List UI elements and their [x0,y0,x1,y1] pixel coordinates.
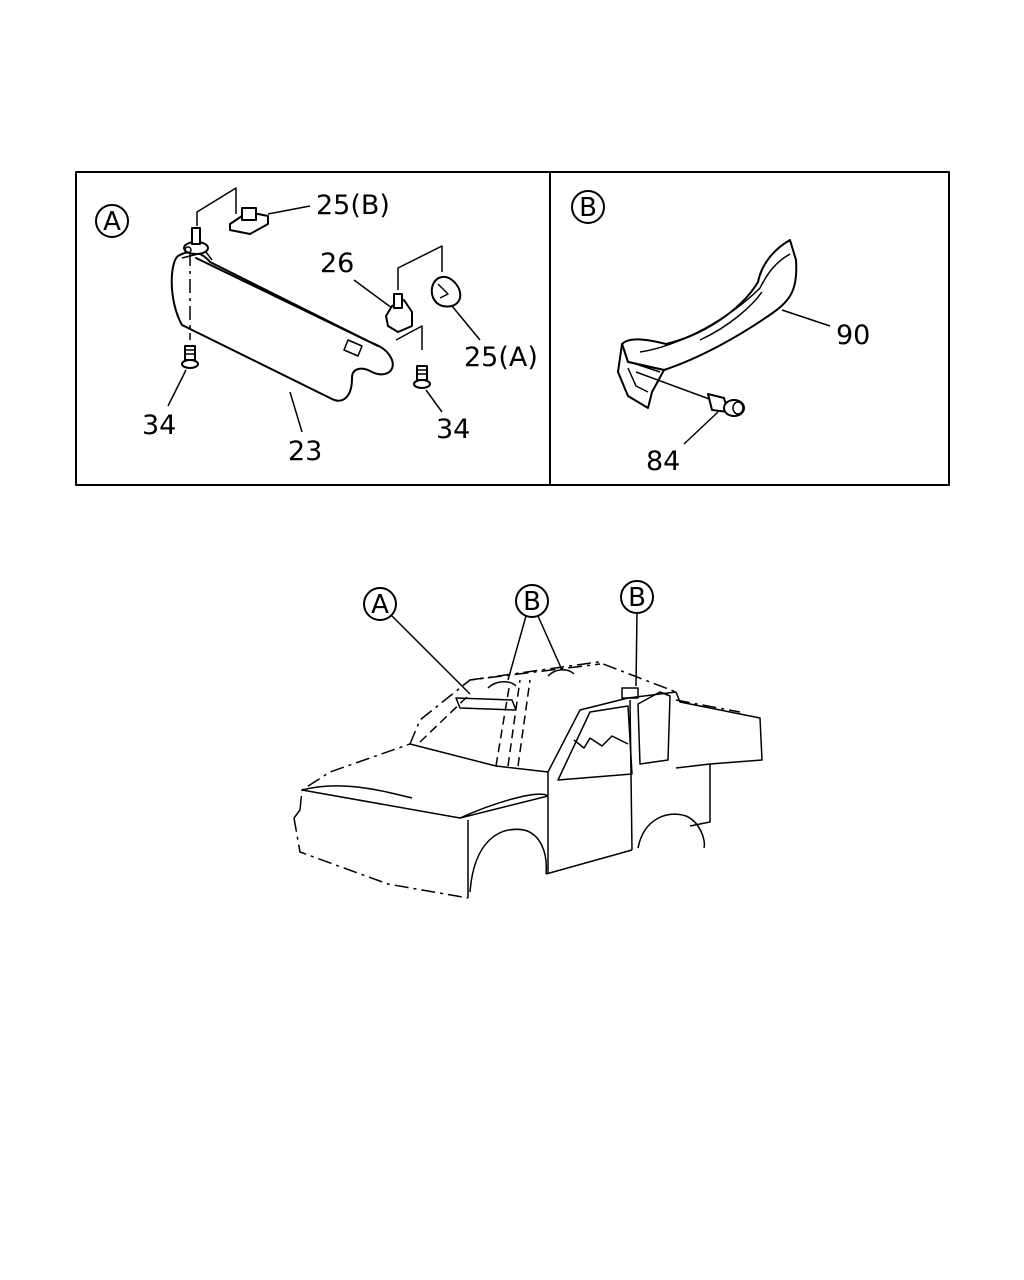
vehicle-marker-a-letter: A [371,590,389,620]
clip-25b [196,187,311,235]
clip-25a [430,275,481,341]
panel-b: B 90 84 [571,190,870,477]
callout-25a: 25(A) [464,342,538,373]
bracket-26 [353,245,443,350]
panel-a-marker-letter: A [103,207,121,237]
vehicle-marker-b-pillar: B [620,580,654,687]
bolt-84 [635,371,745,445]
vehicle-locator: A B B [293,580,763,899]
panel-b-marker-letter: B [579,193,597,223]
panel-b-marker: B [571,190,605,224]
sun-visor-23 [170,251,394,402]
panel-a-marker: A [95,204,129,238]
vehicle-marker-a: A [363,587,471,695]
callout-34-right: 34 [436,414,470,445]
screw-34-left [167,345,199,407]
detail-panel-frame [75,171,950,486]
callout-84: 84 [646,446,680,477]
assist-grip-90 [617,239,831,409]
callout-25b: 25(B) [316,190,390,221]
panel-a: A [95,187,538,467]
vehicle-marker-b-roof-letter: B [523,587,541,617]
callout-26: 26 [320,248,354,279]
visor-pivot-pin [183,227,209,255]
pickup-truck-outline [293,661,763,899]
callout-23: 23 [288,436,322,467]
vehicle-marker-b-pillar-letter: B [628,583,646,613]
screw-34-right [413,365,443,413]
leader-23 [289,391,303,433]
callout-90: 90 [836,320,870,351]
vehicle-marker-b-roof: B [507,584,563,681]
callout-34-left: 34 [142,410,176,441]
